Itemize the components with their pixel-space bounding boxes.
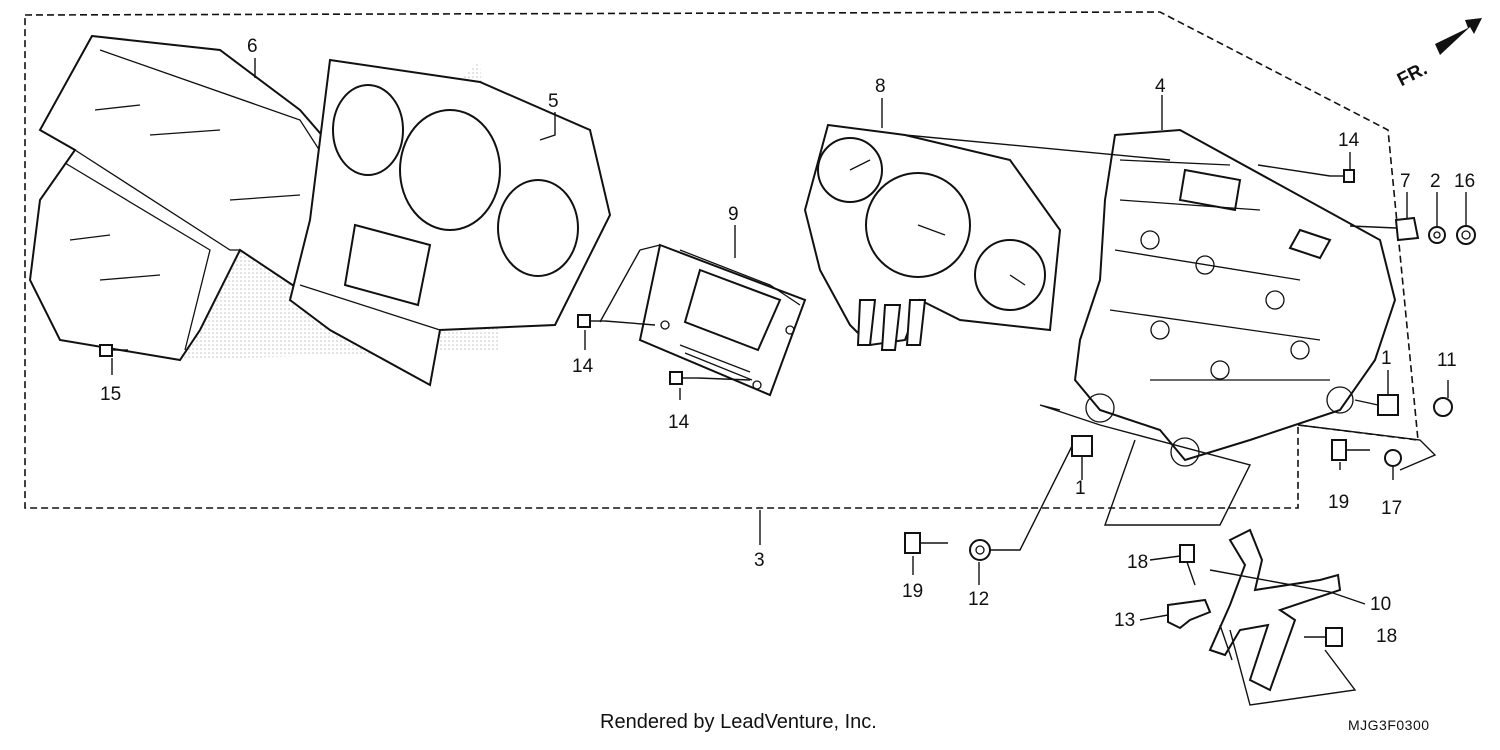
callout-15: 15 xyxy=(100,384,121,405)
callout-18-top: 18 xyxy=(1127,552,1148,573)
callout-19-left: 19 xyxy=(902,581,923,602)
leader-lines xyxy=(111,58,1467,706)
callout-13: 13 xyxy=(1114,610,1135,631)
callout-8: 8 xyxy=(875,76,886,97)
hardware-parts xyxy=(99,169,1476,692)
callout-3: 3 xyxy=(754,550,765,571)
callout-10: 10 xyxy=(1370,594,1391,615)
callout-16: 16 xyxy=(1454,171,1475,192)
callouts: 6 5 9 8 4 14 7 2 16 15 14 14 1 11 1 19 1… xyxy=(100,36,1475,647)
front-direction-arrow: FR. xyxy=(1394,18,1482,91)
callout-1-lower: 1 xyxy=(1075,478,1086,499)
part-9-display-unit xyxy=(638,243,807,397)
callout-18-bottom: 18 xyxy=(1376,626,1397,647)
callout-2: 2 xyxy=(1430,171,1441,192)
callout-12: 12 xyxy=(968,589,989,610)
footer-credit: Rendered by LeadVenture, Inc. xyxy=(600,711,877,733)
callout-1-right: 1 xyxy=(1381,348,1392,369)
callout-19-right: 19 xyxy=(1328,492,1349,513)
callout-14-bottom: 14 xyxy=(668,412,690,433)
callout-7: 7 xyxy=(1400,171,1411,192)
direction-label: FR. xyxy=(1394,58,1431,91)
callout-6: 6 xyxy=(247,36,258,57)
part-8-gauge-assembly xyxy=(803,123,1062,351)
callout-11: 11 xyxy=(1437,350,1457,371)
callout-9: 9 xyxy=(728,204,739,225)
diagram-code: MJG3F0300 xyxy=(1348,717,1430,733)
callout-14-top: 14 xyxy=(1338,130,1360,151)
part-4-meter-case xyxy=(1073,128,1397,467)
part-5-meter-visor xyxy=(288,58,612,387)
callout-4: 4 xyxy=(1155,76,1166,97)
callout-5: 5 xyxy=(548,91,559,112)
callout-17: 17 xyxy=(1381,498,1402,519)
callout-14-left: 14 xyxy=(572,356,594,377)
